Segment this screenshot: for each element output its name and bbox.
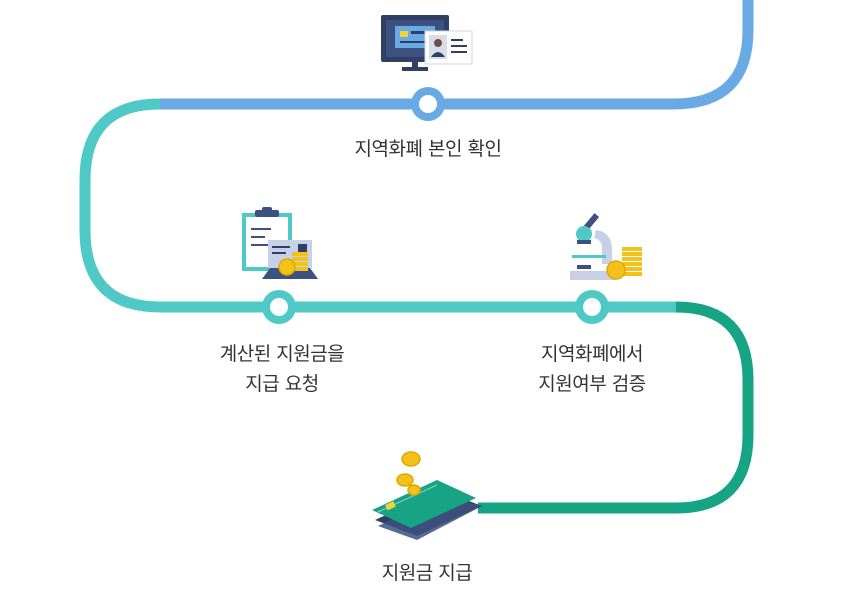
step-node-verify-eligibility xyxy=(575,290,609,324)
microscope-coins-icon xyxy=(570,213,642,280)
step-node-identity-check xyxy=(411,87,445,121)
step-label-verify-eligibility: 지역화폐에서 지원여부 검증 xyxy=(538,339,646,399)
step-label-line: 지역화폐에서 xyxy=(541,343,643,365)
step-label-request-subsidy: 계산된 지원금을 지급 요청 xyxy=(219,339,345,399)
clipboard-coins-icon xyxy=(242,207,318,279)
step-label-line: 지원여부 검증 xyxy=(538,373,646,395)
step-node-request-subsidy xyxy=(262,290,296,324)
step-label-line: 지역화폐 본인 확인 xyxy=(354,138,502,160)
flow-path-segment-3 xyxy=(478,301,754,514)
step-label-line: 지급 요청 xyxy=(245,373,319,395)
step-label-identity-check: 지역화폐 본인 확인 xyxy=(355,134,502,164)
monitor-id-card-icon xyxy=(381,15,473,71)
flow-path-segment-1 xyxy=(160,0,754,110)
step-label-pay-subsidy: 지원금 지급 xyxy=(381,558,473,588)
flow-path-segment-2 xyxy=(79,98,676,313)
step-label-line: 계산된 지원금을 xyxy=(219,343,345,365)
step-label-line: 지원금 지급 xyxy=(381,562,473,584)
cards-coins-icon xyxy=(372,451,482,540)
